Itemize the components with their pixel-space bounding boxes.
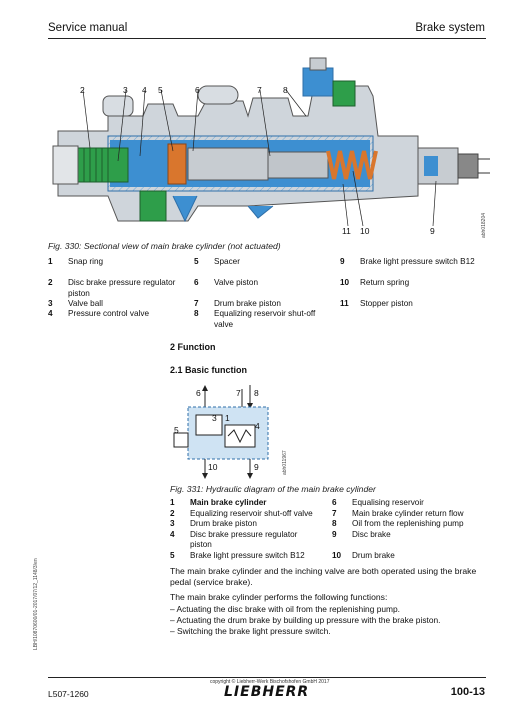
legend1-num-6: 6: [194, 278, 199, 287]
legend2-text-4: Disc brake pressure regulator piston: [190, 529, 298, 550]
header-rule: [48, 38, 486, 39]
header-right: Brake system: [415, 22, 485, 34]
legend1-text-10: Return spring: [360, 278, 410, 287]
legend1-text-3: Valve ball: [68, 299, 103, 308]
legend2-num-9: 9: [332, 529, 337, 539]
callout-5: 5: [158, 85, 163, 95]
legend2-num-7: 7: [332, 508, 337, 518]
legend1-num-10: 10: [340, 278, 350, 287]
legend-figure-330: 1 Snap ring 2 Disc brake pressure regula…: [48, 257, 488, 332]
legend1-text-7: Drum brake piston: [214, 299, 281, 308]
page-number: 100-13: [450, 686, 485, 698]
side-document-code: LBH/10870600/01-2017/07/12_1148/3/en: [33, 558, 39, 650]
callout-7: 7: [257, 85, 262, 95]
legend2-text-2: Equalizing reservoir shut-off valve: [190, 508, 313, 518]
hyd-label-6: 6: [196, 388, 201, 398]
figure1-code: abh018204: [481, 212, 487, 238]
legend1-num-4: 4: [48, 309, 53, 318]
legend1-num-11: 11: [340, 299, 349, 308]
legend1-num-2: 2: [48, 278, 53, 287]
hyd-label-1: 1: [225, 413, 230, 423]
legend2-text-6: Equalising reservoir: [352, 498, 424, 507]
callout-10: 10: [360, 226, 370, 236]
header-left: Service manual: [48, 22, 128, 34]
legend2-text-10: Drum brake: [352, 550, 395, 560]
figure2-code: abh011967: [282, 450, 288, 475]
legend2-num-5: 5: [170, 550, 175, 560]
footer-rule: [48, 677, 486, 678]
callout-8: 8: [283, 85, 288, 95]
hyd-label-5: 5: [174, 425, 179, 435]
legend2-num-8: 8: [332, 519, 337, 528]
footer-copyright: copyright © Liebherr-Werk Bischofshofen …: [210, 679, 330, 685]
legend2-text-3: Drum brake piston: [190, 519, 257, 528]
legend1-num-3: 3: [48, 299, 53, 308]
liebherr-logo: LIEBHERR: [224, 684, 310, 700]
legend1-text-11: Stopper piston: [360, 299, 413, 308]
legend1-text-8: Equalizing reservoir shut-off valve: [214, 309, 316, 329]
legend2-num-6: 6: [332, 498, 337, 507]
legend1-text-4: Pressure control valve: [68, 309, 149, 318]
legend1-num-8: 8: [194, 309, 199, 318]
figure2-caption: Fig. 331: Hydraulic diagram of the main …: [170, 484, 376, 494]
legend1-num-1: 1: [48, 257, 53, 266]
callout-11: 11: [342, 226, 351, 236]
paragraph-functions: The main brake cylinder performs the fol…: [170, 592, 388, 602]
legend2-num-2: 2: [170, 508, 175, 518]
legend1-text-9: Brake light pressure switch B12: [360, 257, 475, 266]
hyd-label-3: 3: [212, 413, 217, 423]
bullet-drum-brake: – Actuating the drum brake by building u…: [170, 615, 441, 625]
legend2-num-4: 4: [170, 529, 175, 539]
legend1-text-6: Valve piston: [214, 278, 258, 287]
legend2-text-8: Oil from the replenishing pump: [352, 519, 464, 528]
hyd-label-10: 10: [208, 462, 218, 472]
legend2-num-10: 10: [332, 550, 342, 560]
legend2-text-5: Brake light pressure switch B12: [190, 550, 305, 560]
section-heading-function: 2 Function: [170, 342, 216, 352]
legend2-text-9: Disc brake: [352, 529, 391, 539]
footer-doc-number: L507-1260: [48, 689, 89, 699]
section-heading-basic-function: 2.1 Basic function: [170, 365, 248, 375]
callout-3: 3: [123, 85, 128, 95]
legend2-text-1: Main brake cylinder: [190, 498, 267, 507]
hyd-label-9: 9: [254, 462, 259, 472]
legend-figure-331: 1 Main brake cylinder 2 Equalizing reser…: [170, 498, 490, 560]
figure1-caption: Fig. 330: Sectional view of main brake c…: [48, 241, 281, 251]
legend1-num-5: 5: [194, 257, 199, 266]
legend2-text-7: Main brake cylinder return flow: [352, 508, 464, 518]
legend1-text-5: Spacer: [214, 257, 240, 266]
hydraulic-diagram: [173, 385, 269, 479]
legend2-num-3: 3: [170, 519, 175, 528]
callout-4: 4: [142, 85, 147, 95]
callout-2: 2: [80, 85, 85, 95]
callout-9: 9: [430, 226, 435, 236]
legend2-num-1: 1: [170, 498, 175, 507]
legend1-text-2: Disc brake pressure regulator piston: [68, 278, 176, 298]
hyd-label-7: 7: [236, 388, 241, 398]
legend1-num-9: 9: [340, 257, 345, 266]
hyd-label-8: 8: [254, 388, 259, 398]
hyd-label-4: 4: [255, 421, 260, 431]
legend1-text-1: Snap ring: [68, 257, 104, 266]
paragraph-operation: The main brake cylinder and the inching …: [170, 566, 477, 587]
bullet-disc-brake: – Actuating the disc brake with oil from…: [170, 604, 400, 614]
legend1-num-7: 7: [194, 299, 199, 308]
callout-6: 6: [195, 85, 200, 95]
sectional-view-illustration: [52, 57, 490, 227]
bullet-brake-light: – Switching the brake light pressure swi…: [170, 626, 331, 636]
